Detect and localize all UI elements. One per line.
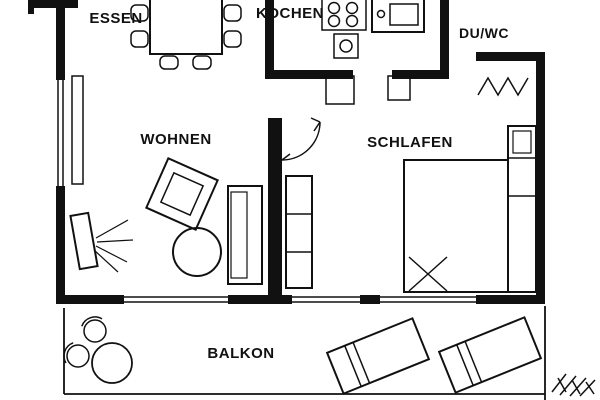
burner-icon: [327, 14, 341, 28]
wall-left-upper: [56, 0, 65, 80]
windows: [57, 80, 476, 303]
dining-table: [149, 0, 223, 55]
shrub-stroke: [579, 379, 596, 397]
shrub-stroke: [571, 379, 581, 395]
tv-unit: [69, 211, 99, 271]
room-kochen: KOCHEN: [256, 0, 425, 105]
wall-bottom-pier: [360, 295, 380, 304]
lounger-backrest: [352, 342, 371, 384]
armchair-seat: [159, 171, 205, 217]
wall-bottom-a: [56, 295, 124, 304]
lounger: [325, 317, 431, 395]
shelf: [285, 175, 313, 289]
room-label-duwc: DU/WC: [459, 25, 509, 41]
room-schlafen: SCHLAFEN: [275, 117, 537, 293]
door-arrowhead: [313, 121, 321, 132]
room-label-wohnen: WOHNEN: [140, 131, 211, 148]
coffee-table: [172, 227, 222, 277]
ray: [95, 245, 128, 263]
lounger-backrest: [464, 341, 483, 383]
room-label-essen: ESSEN: [89, 10, 142, 27]
wall-kitchen-right: [440, 0, 449, 79]
folding-door: [477, 76, 529, 97]
lounger-backrest: [456, 344, 474, 386]
armchair: [145, 157, 219, 231]
wall-duwc-bottom: [476, 52, 545, 61]
shrub: [551, 373, 596, 397]
shrub-stroke: [551, 373, 567, 393]
lounger-backrest: [344, 345, 362, 387]
sink-unit: [371, 0, 425, 33]
balcony-chair-back: [63, 342, 74, 364]
wall-essen-kochen: [265, 0, 274, 79]
walls: [28, 0, 545, 304]
dining-chair: [130, 4, 149, 22]
wardrobe: [507, 125, 537, 293]
balcony-chair: [83, 319, 107, 343]
stove: [321, 0, 367, 31]
hall-cabinet: [325, 75, 355, 105]
bed: [403, 159, 509, 293]
wall-top-left-tick: [28, 0, 34, 14]
wall-left-lower: [56, 186, 65, 304]
ray: [96, 239, 134, 243]
sink-basin: [389, 3, 419, 26]
hall-cabinet: [387, 75, 411, 101]
radiator: [71, 75, 84, 185]
dining-chair: [159, 55, 179, 70]
wall-bottom-c: [476, 295, 545, 304]
tv-rays: [93, 219, 134, 273]
ray: [95, 219, 129, 239]
armchair-outer: [145, 157, 219, 231]
balcony-table: [91, 342, 133, 384]
sofa: [227, 185, 263, 285]
wall-kitchen-bottom-right: [392, 70, 449, 79]
faucet-icon: [376, 9, 386, 19]
dining-chair: [223, 30, 242, 48]
kitchen-appliance: [333, 33, 359, 59]
shrub-stroke: [569, 377, 587, 397]
dining-chair: [130, 30, 149, 48]
burner-icon: [345, 1, 359, 15]
kitchen-appliance-knob: [339, 39, 353, 53]
shrub-stroke: [559, 375, 577, 396]
wall-top-left-stub: [28, 0, 78, 8]
room-label-balkon: BALKON: [207, 345, 274, 362]
wall-kitchen-bottom-left: [265, 70, 353, 79]
burner-icon: [327, 1, 341, 15]
room-essen: ESSEN: [89, 0, 242, 70]
wardrobe-box: [512, 130, 532, 154]
door-arc: [281, 121, 321, 161]
wall-bottom-b: [228, 295, 292, 304]
lounger-body: [437, 316, 543, 394]
blanket-fold: [408, 256, 448, 292]
tv-unit-body: [69, 211, 99, 271]
lounger: [437, 316, 543, 394]
room-duwc: DU/WC: [459, 25, 529, 97]
sofa-seat: [230, 191, 248, 279]
shrub-stroke: [557, 377, 567, 393]
room-balkon: BALKON: [63, 306, 596, 400]
dining-chair: [192, 55, 212, 70]
dining-chair: [223, 4, 242, 22]
door-swing: [275, 117, 321, 161]
balcony-chair: [66, 344, 90, 368]
room-label-kochen: KOCHEN: [256, 5, 324, 22]
room-label-schlafen: SCHLAFEN: [367, 134, 453, 151]
burner-icon: [345, 14, 359, 28]
balcony-chair-back: [81, 316, 103, 327]
room-wohnen: WOHNEN: [69, 75, 263, 285]
door-arrowhead: [281, 153, 291, 161]
shrub-stroke: [585, 381, 595, 395]
ray: [93, 249, 119, 273]
wall-right: [536, 52, 545, 304]
lounger-body: [325, 317, 431, 395]
door-arrowhead: [310, 117, 321, 123]
door-arrowhead: [275, 150, 283, 161]
wall-middle: [268, 118, 282, 304]
